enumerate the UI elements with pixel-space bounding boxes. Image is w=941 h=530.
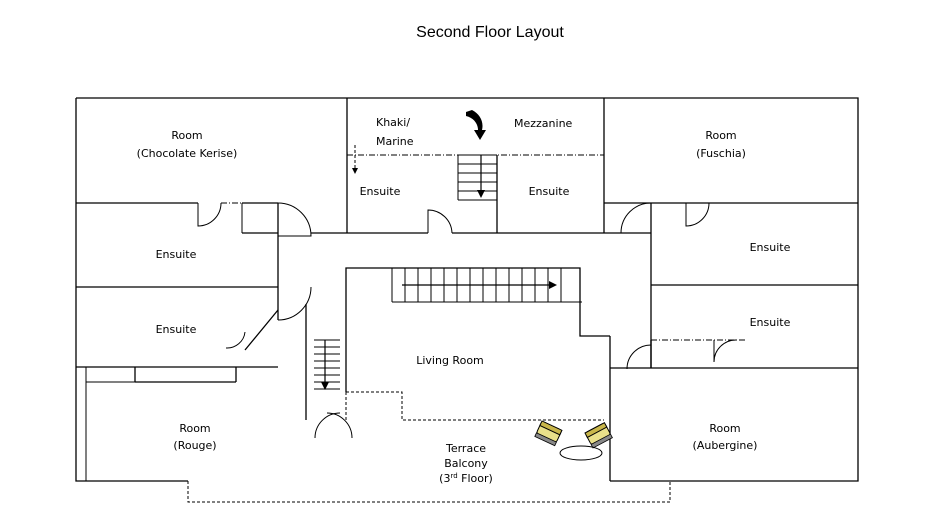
ensuite-left-bottom-label: Ensuite	[156, 323, 197, 336]
side-stairs	[314, 339, 340, 390]
main-stairs	[391, 268, 582, 303]
ensuite-mid-right-label: Ensuite	[529, 185, 570, 198]
room-rouge-label: Room	[179, 422, 210, 435]
page-title: Second Floor Layout	[416, 24, 564, 41]
outer-walls	[75, 97, 859, 482]
room-chocolate-label: Room	[171, 129, 202, 142]
ensuite-left-top-label: Ensuite	[156, 248, 197, 261]
ensuite-right-top-label: Ensuite	[750, 241, 791, 254]
third-floor-label: (3rd Floor)	[439, 472, 493, 485]
room-aubergine-label: Room	[709, 422, 740, 435]
room-chocolate-name: (Chocolate Kerise)	[137, 147, 238, 160]
ensuite-mid-left-label: Ensuite	[360, 185, 401, 198]
mezzanine-stairs	[458, 154, 497, 201]
curved-down-arrow-icon	[466, 110, 486, 140]
room-aubergine-name: (Aubergine)	[693, 439, 758, 452]
right-wing-walls	[604, 202, 858, 481]
mezzanine-label: Mezzanine	[514, 117, 573, 130]
left-wing-walls	[76, 202, 347, 481]
armchair-icon	[584, 421, 613, 449]
living-room-label: Living Room	[416, 354, 484, 367]
balcony-label: Balcony	[444, 457, 488, 470]
khaki-label: Khaki/	[376, 116, 410, 129]
terrace-outline	[187, 481, 671, 503]
room-rouge-name: (Rouge)	[173, 439, 216, 452]
marine-label: Marine	[376, 135, 414, 148]
middle-top-walls	[347, 110, 604, 234]
room-fuschia-label: Room	[705, 129, 736, 142]
dashed-down-arrow-icon	[352, 168, 358, 174]
living-room-walls	[305, 267, 610, 439]
terrace-label: Terrace	[445, 442, 486, 455]
room-fuschia-name: (Fuschia)	[696, 147, 746, 160]
ensuite-right-bottom-label: Ensuite	[750, 316, 791, 329]
oval-table-icon	[559, 445, 603, 461]
armchair-icon	[534, 420, 563, 447]
